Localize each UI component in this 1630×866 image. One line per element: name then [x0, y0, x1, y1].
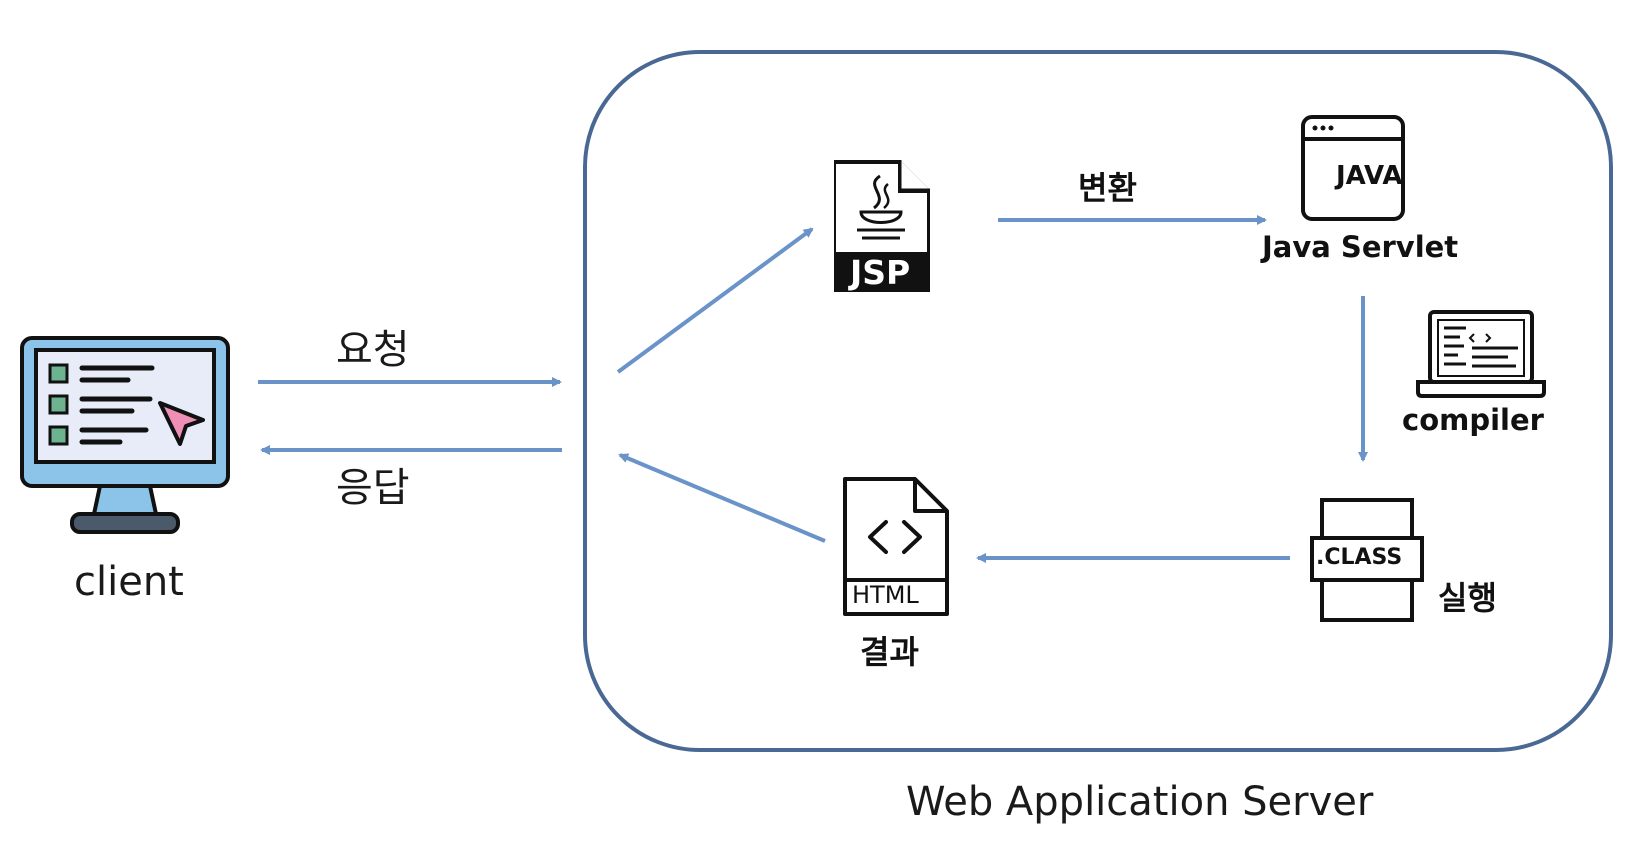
- client-monitor-icon: [20, 336, 230, 534]
- server-boundary: [583, 50, 1613, 752]
- convert-label: 변환: [1078, 169, 1137, 207]
- html-badge: HTML: [852, 581, 919, 609]
- result-label: 결과: [860, 633, 919, 671]
- response-label: 응답: [336, 465, 410, 511]
- servlet-icon-text: JAVA: [1336, 161, 1403, 191]
- compiler-laptop-icon: [1416, 310, 1546, 398]
- servlet-label: Java Servlet: [1262, 230, 1459, 264]
- server-label: Web Application Server: [906, 779, 1374, 825]
- class-file-icon: [1310, 498, 1424, 622]
- jsp-file-icon: [834, 160, 930, 292]
- execute-label: 실행: [1438, 579, 1497, 617]
- java-servlet-icon: [1301, 115, 1405, 221]
- arrow-to-jsp: [616, 227, 814, 374]
- request-label: 요청: [336, 327, 410, 373]
- class-badge: .CLASS: [1316, 545, 1403, 570]
- compiler-label: compiler: [1402, 403, 1544, 437]
- html-file-icon: [843, 477, 949, 616]
- jsp-badge: JSP: [850, 253, 911, 292]
- client-label: client: [74, 559, 184, 605]
- arrow-result-out: [618, 453, 826, 543]
